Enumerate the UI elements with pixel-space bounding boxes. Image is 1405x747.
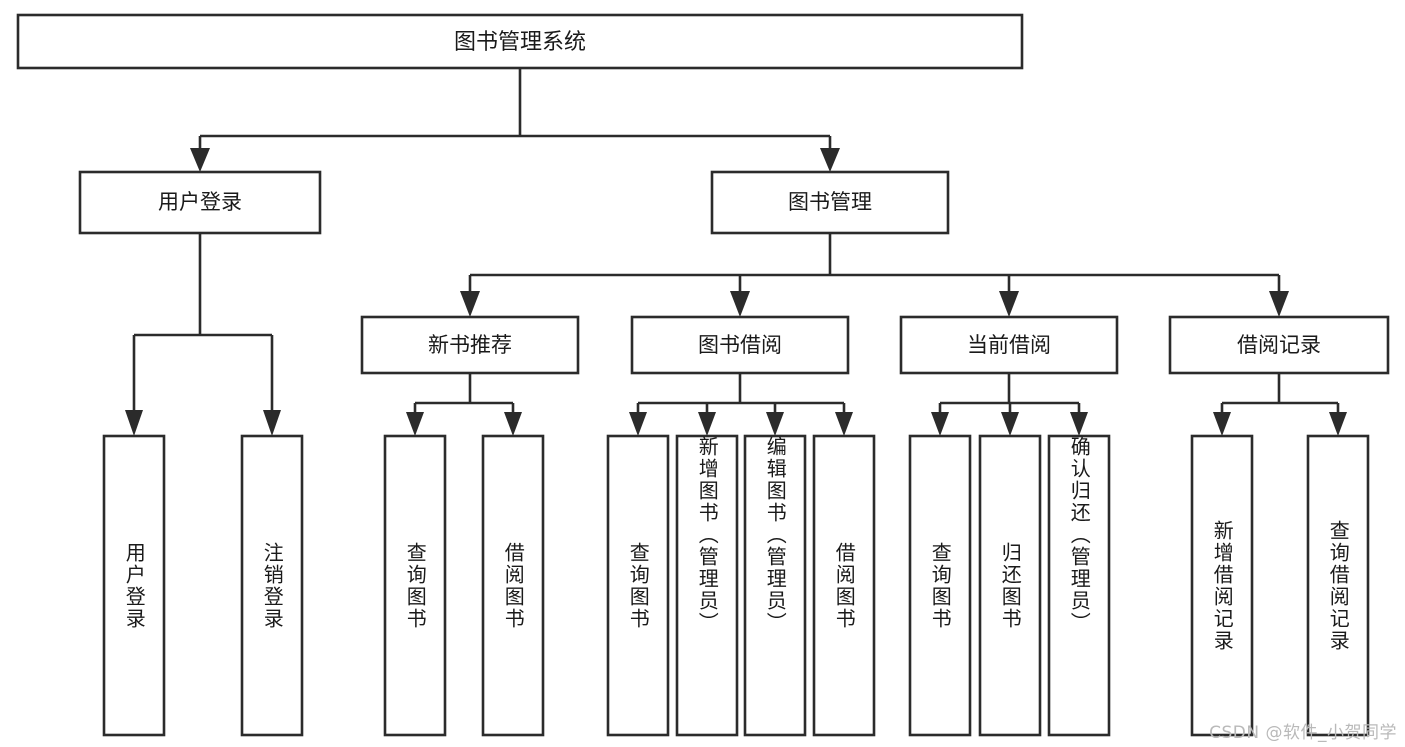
node-book-borrow[interactable]: 图书借阅	[630, 315, 850, 375]
node-book-manage-box[interactable]	[710, 170, 950, 235]
arrow-head-leaf-user-login	[125, 410, 143, 436]
leaf-edit-book-box[interactable]	[743, 434, 807, 737]
arrow-head-borrow-record	[1269, 291, 1289, 317]
connector-group-book-manage-to-level2	[460, 233, 1289, 317]
arrow-head-leaf-borrow-book-2	[835, 412, 853, 436]
node-root-box[interactable]	[16, 13, 1024, 70]
leaf-query-record-box[interactable]	[1306, 434, 1370, 737]
connector-group-user-login-to-leaves	[125, 233, 281, 436]
leaf-add-record-box[interactable]	[1190, 434, 1254, 737]
leaf-add-book-box[interactable]	[675, 434, 739, 737]
arrow-head-leaf-add-record	[1213, 412, 1231, 436]
leaf-user-login-box[interactable]	[102, 434, 166, 737]
node-root[interactable]: 图书管理系统	[16, 13, 1024, 70]
connector-group-root-to-level1	[190, 68, 840, 172]
arrow-head-current-borrow	[999, 291, 1019, 317]
arrow-head-user-login	[190, 148, 210, 172]
node-current-borrow[interactable]: 当前借阅	[899, 315, 1119, 375]
connector-group-book-borrow-to-leaves	[629, 373, 853, 436]
arrow-head-leaf-query-book-2	[629, 412, 647, 436]
node-borrow-record[interactable]: 借阅记录	[1168, 315, 1390, 375]
arrow-head-leaf-borrow-book-1	[504, 412, 522, 436]
leaf-borrow-book-1-box[interactable]	[481, 434, 545, 737]
leaf-box-group	[102, 434, 1370, 737]
node-user-login[interactable]: 用户登录	[78, 170, 322, 235]
arrow-head-new-book-recommend	[460, 291, 480, 317]
connector-group-new-book-recommend-to-leaves	[406, 373, 522, 436]
arrow-head-leaf-edit-book	[766, 412, 784, 436]
arrow-head-leaf-confirm-return	[1070, 412, 1088, 436]
connector-group-current-borrow-to-leaves	[931, 373, 1088, 436]
leaf-query-book-2-box[interactable]	[606, 434, 670, 737]
leaf-borrow-book-2-box[interactable]	[812, 434, 876, 737]
node-new-book-recommend[interactable]: 新书推荐	[360, 315, 580, 375]
leaf-query-book-1-box[interactable]	[383, 434, 447, 737]
arrow-head-leaf-query-record	[1329, 412, 1347, 436]
arrow-head-leaf-add-book	[698, 412, 716, 436]
node-user-login-box[interactable]	[78, 170, 322, 235]
leaf-logout-box[interactable]	[240, 434, 304, 737]
arrow-head-leaf-query-book-1	[406, 412, 424, 436]
node-current-borrow-label: 当前借阅	[967, 333, 1051, 357]
node-root-label: 图书管理系统	[454, 30, 586, 55]
node-borrow-record-box[interactable]	[1168, 315, 1390, 375]
node-borrow-record-label: 借阅记录	[1237, 333, 1321, 357]
node-book-borrow-label: 图书借阅	[698, 333, 782, 357]
node-new-book-recommend-label: 新书推荐	[428, 333, 512, 357]
leaf-confirm-return-box[interactable]	[1047, 434, 1111, 737]
arrow-head-book-borrow	[730, 291, 750, 317]
csdn-watermark: CSDN @软件_小贺同学	[1209, 723, 1397, 743]
leaf-query-book-3-box[interactable]	[908, 434, 972, 737]
arrow-head-leaf-query-book-3	[931, 412, 949, 436]
arrow-head-leaf-logout	[263, 410, 281, 436]
node-new-book-recommend-box[interactable]	[360, 315, 580, 375]
node-current-borrow-box[interactable]	[899, 315, 1119, 375]
leaf-return-book-box[interactable]	[978, 434, 1042, 737]
node-book-manage-label: 图书管理	[788, 190, 872, 214]
node-user-login-label: 用户登录	[158, 190, 242, 214]
connector-group-borrow-record-to-leaves	[1213, 373, 1347, 436]
arrow-head-leaf-return-book	[1001, 412, 1019, 436]
node-book-borrow-box[interactable]	[630, 315, 850, 375]
node-book-manage[interactable]: 图书管理	[710, 170, 950, 235]
arrow-head-book-manage	[820, 148, 840, 172]
